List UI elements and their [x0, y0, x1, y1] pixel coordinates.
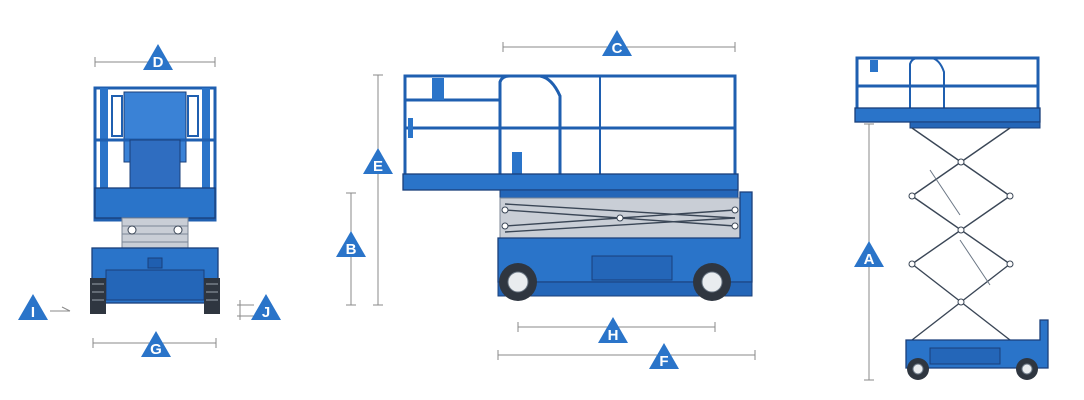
extended-view-platform: [854, 56, 1041, 129]
svg-text:E: E: [373, 158, 383, 175]
label-e: E: [363, 148, 393, 175]
front-view-scissor-stack: [121, 217, 189, 249]
side-view: [346, 42, 756, 360]
svg-text:H: H: [608, 327, 619, 344]
front-view-chassis: [90, 247, 220, 314]
label-j: J: [251, 294, 281, 321]
side-view-chassis: [497, 191, 753, 301]
svg-text:C: C: [612, 40, 623, 57]
extended-view: [854, 56, 1049, 381]
side-view-platform-deck: [402, 173, 739, 199]
label-c: C: [602, 30, 632, 57]
extended-view-chassis: [905, 319, 1049, 380]
dimension-j: [237, 300, 254, 320]
dimension-f: [497, 350, 756, 360]
dimension-i: [50, 306, 71, 312]
svg-text:G: G: [150, 341, 162, 358]
svg-text:F: F: [659, 353, 668, 370]
side-view-guardrails: [403, 74, 737, 176]
svg-text:A: A: [864, 251, 875, 268]
svg-text:I: I: [31, 304, 35, 321]
svg-text:J: J: [262, 304, 270, 321]
side-view-scissor-stack: [499, 197, 741, 239]
extended-view-scissor-arms: [908, 127, 1014, 341]
front-view: [50, 57, 254, 348]
label-h: H: [598, 317, 628, 344]
svg-text:B: B: [346, 241, 357, 258]
label-a: A: [854, 241, 884, 268]
label-b: B: [336, 231, 366, 258]
label-i: I: [18, 294, 48, 321]
label-g: G: [141, 331, 171, 358]
dimension-e: [373, 74, 383, 306]
label-f: F: [649, 343, 679, 370]
front-view-platform: [93, 86, 217, 222]
svg-text:D: D: [153, 54, 164, 71]
label-d: D: [143, 44, 173, 71]
